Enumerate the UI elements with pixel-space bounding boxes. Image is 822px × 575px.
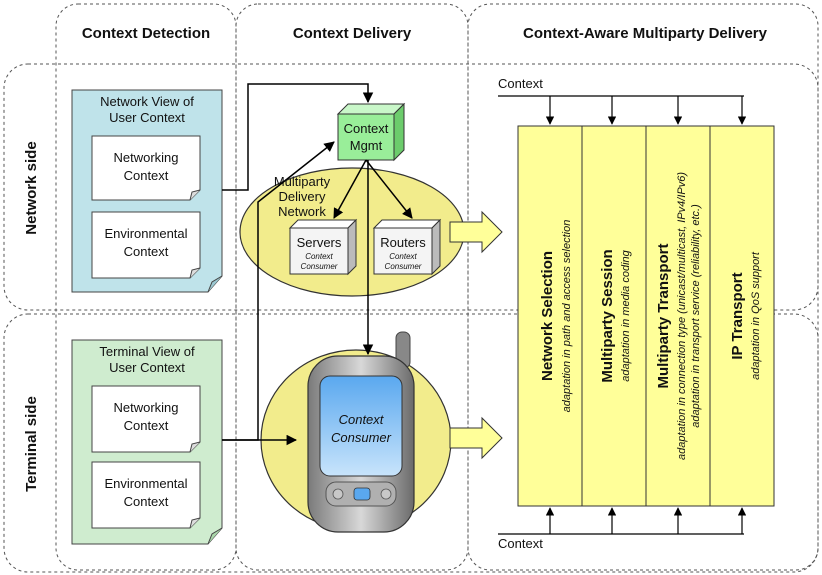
- network-environmental-label-1: Environmental: [104, 226, 187, 241]
- context-mgmt-label-1: Context: [344, 121, 389, 136]
- network-view-title-1: Network View of: [100, 94, 194, 109]
- row-label-terminal-side: Terminal side: [23, 396, 40, 492]
- phone-device: Context Consumer: [307, 331, 415, 533]
- terminal-view-card: Terminal View of User Context Networking…: [71, 339, 223, 545]
- network-environmental-context-card: Environmental Context: [91, 211, 201, 279]
- phone-label-1: Context: [339, 412, 385, 427]
- terminal-networking-context-card: Networking Context: [91, 385, 201, 453]
- connector-network-view-to-mgmt: [222, 83, 374, 191]
- layer-multiparty-transport: Multiparty Transport adaptation in conne…: [645, 125, 711, 507]
- row-frame-terminal: [3, 313, 819, 573]
- servers-label: Servers: [297, 235, 342, 250]
- network-networking-label-1: Networking: [113, 150, 178, 165]
- layer-multiparty-transport-title: Multiparty Transport: [655, 243, 672, 388]
- context-top-label: Context: [498, 76, 543, 91]
- layer-network-selection-sub: adaptation in path and access selection: [561, 220, 573, 413]
- network-networking-context-card: Networking Context: [91, 135, 201, 201]
- context-mgmt-node: Context Mgmt: [336, 102, 406, 162]
- network-networking-label-2: Context: [124, 168, 169, 183]
- connector-mgmt-to-servers: [333, 159, 367, 219]
- terminal-view-title-2: User Context: [109, 360, 185, 375]
- layer-multiparty-transport-sub-2: adaptation in transport service (reliabi…: [690, 204, 702, 428]
- layer-network-selection: Network Selection adaptation in path and…: [517, 125, 583, 507]
- layer-multiparty-session: Multiparty Session adaptation in media c…: [581, 125, 647, 507]
- block-arrow-terminal: [449, 416, 503, 460]
- layer-ip-transport-title: IP Transport: [729, 272, 746, 359]
- column-frame-delivery: [235, 3, 469, 571]
- delivery-network-label-1: Multiparty: [274, 174, 331, 189]
- context-bottom-lines: [498, 507, 747, 535]
- servers-sub-2: Consumer: [301, 262, 338, 271]
- phone-label-2: Consumer: [331, 430, 392, 445]
- layer-ip-transport-sub: adaptation in QoS support: [750, 251, 762, 380]
- terminal-networking-label-1: Networking: [113, 400, 178, 415]
- network-view-card: Network View of User Context Networking …: [71, 89, 223, 293]
- context-top-lines: [498, 95, 747, 125]
- connectors: [222, 83, 413, 446]
- terminal-environmental-label-1: Environmental: [104, 476, 187, 491]
- header-context-delivery: Context Delivery: [293, 25, 412, 42]
- routers-label: Routers: [380, 235, 426, 250]
- routers-sub-2: Consumer: [385, 262, 422, 271]
- connector-mgmt-to-routers: [365, 159, 413, 219]
- row-frame-network: [3, 63, 819, 311]
- layer-ip-transport: IP Transport adaptation in QoS support: [709, 125, 775, 507]
- layer-network-selection-title: Network Selection: [539, 251, 556, 381]
- terminal-networking-label-2: Context: [124, 418, 169, 433]
- network-view-title-2: User Context: [109, 110, 185, 125]
- context-bottom-label: Context: [498, 536, 543, 551]
- terminal-environmental-label-2: Context: [124, 494, 169, 509]
- routers-node: Routers Context Consumer: [372, 218, 442, 276]
- network-environmental-label-2: Context: [124, 244, 169, 259]
- row-label-network-side: Network side: [23, 141, 40, 234]
- layer-multiparty-transport-sub-1: adaptation in connection type (unicast/m…: [676, 172, 688, 460]
- terminal-environmental-context-card: Environmental Context: [91, 461, 201, 529]
- layer-multiparty-session-title: Multiparty Session: [599, 249, 616, 382]
- header-multiparty-delivery: Context-Aware Multiparty Delivery: [523, 25, 768, 42]
- block-arrow-network: [449, 210, 503, 254]
- context-mgmt-label-2: Mgmt: [350, 138, 383, 153]
- terminal-view-title-1: Terminal View of: [99, 344, 195, 359]
- servers-sub-1: Context: [305, 252, 333, 261]
- header-context-detection: Context Detection: [82, 25, 210, 42]
- layer-multiparty-session-sub: adaptation in media coding: [620, 249, 632, 381]
- servers-node: Servers Context Consumer: [288, 218, 358, 276]
- routers-sub-1: Context: [389, 252, 417, 261]
- delivery-network-label-3: Network: [278, 204, 326, 219]
- delivery-network-label-2: Delivery: [279, 189, 326, 204]
- column-frame-detection: [55, 3, 237, 571]
